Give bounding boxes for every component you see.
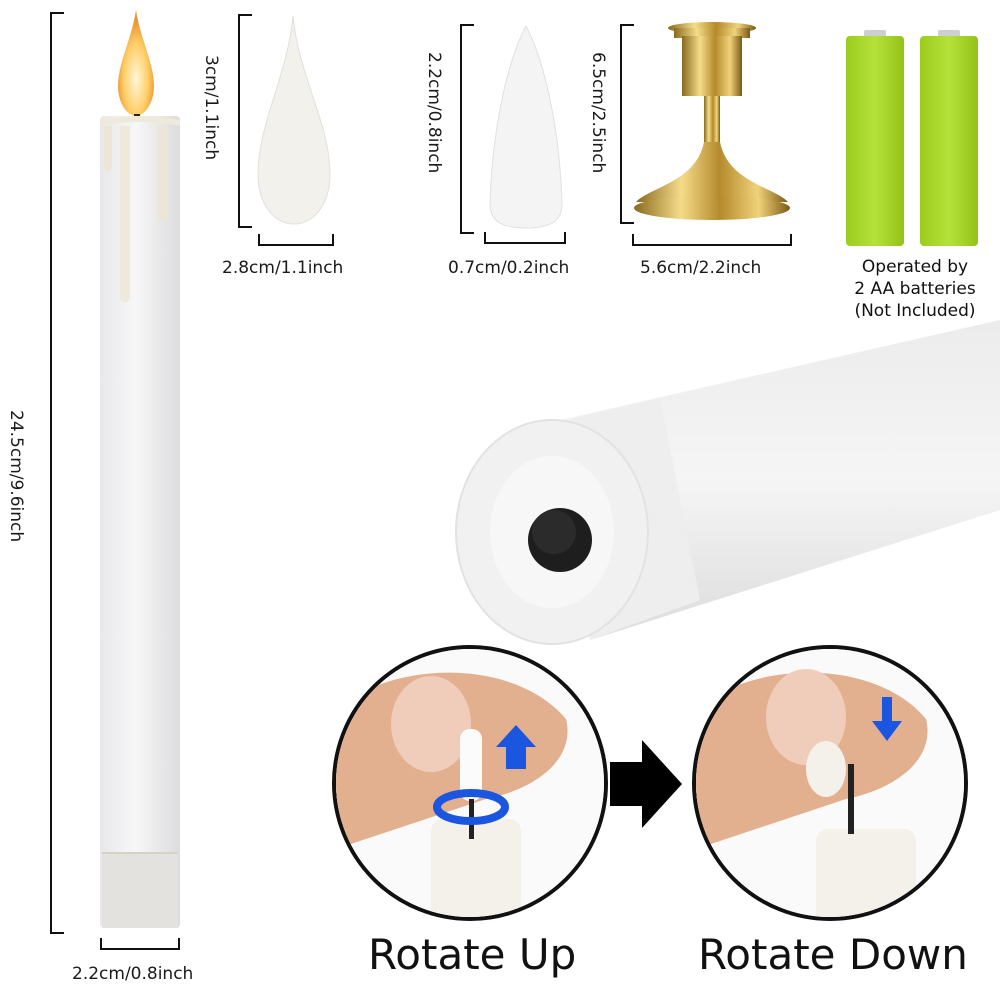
flame-tip-width-label: 2.8cm/1.1inch [222, 258, 344, 278]
candle-height-label: 24.5cm/9.6inch [6, 410, 26, 543]
holder-height-label: 6.5cm/2.5inch [588, 52, 608, 174]
wick-cap-width-label: 0.7cm/0.2inch [448, 258, 570, 278]
battery-caption: Operated by 2 AA batteries (Not Included… [830, 256, 1000, 322]
rotate-down-illustration [692, 645, 968, 921]
flame-tip-height-label: 3cm/1.1inch [201, 55, 221, 161]
flame-tip-height-bracket [238, 14, 252, 228]
wick-cap-piece [486, 24, 566, 234]
rotate-up-label: Rotate Up [368, 930, 577, 979]
wick-cap-height-label: 2.2cm/0.8inch [424, 52, 444, 174]
holder-height-bracket [620, 24, 634, 224]
battery-caption-line3: (Not Included) [854, 301, 976, 321]
candle-height-bracket [50, 12, 64, 934]
rotate-up-illustration [332, 645, 608, 921]
aa-batteries [844, 28, 984, 254]
holder-width-label: 5.6cm/2.2inch [640, 258, 762, 278]
candle-holder [630, 22, 790, 231]
battery-caption-line2: 2 AA batteries [854, 279, 976, 299]
candle-width-bracket [100, 938, 180, 950]
holder-width-bracket [632, 234, 792, 246]
flame-tip-piece [254, 14, 334, 230]
wick-cap-height-bracket [460, 24, 474, 234]
wick-cap-width-bracket [484, 232, 566, 244]
taper-candle [98, 8, 182, 933]
candle-base-switch-closeup [440, 300, 1000, 664]
flame-tip-width-bracket [258, 234, 334, 246]
candle-width-label: 2.2cm/0.8inch [72, 964, 194, 984]
battery-caption-line1: Operated by [861, 257, 969, 277]
candle-flame-icon [100, 10, 180, 928]
rotate-down-label: Rotate Down [698, 930, 968, 979]
next-step-arrow-icon [610, 740, 682, 832]
